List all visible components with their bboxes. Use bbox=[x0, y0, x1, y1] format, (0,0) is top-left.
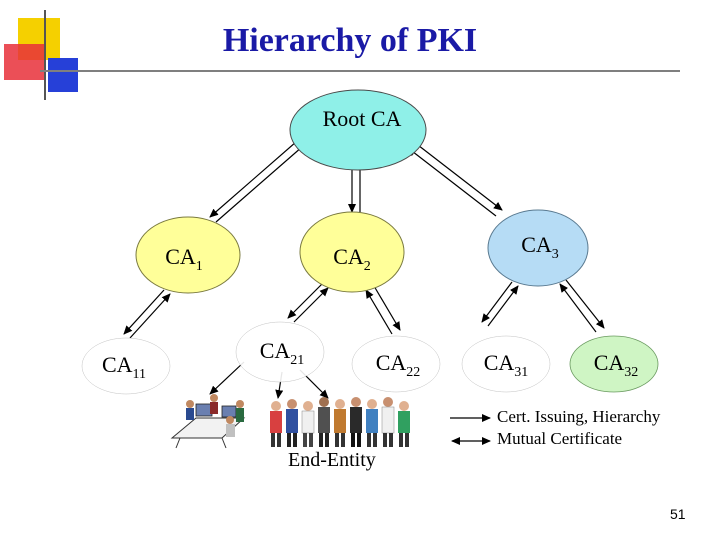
legend-mutual-certificate: Mutual Certificate bbox=[497, 429, 623, 448]
svg-text:CA22: CA22 bbox=[376, 350, 421, 380]
arrow-ca2-to-ca22 bbox=[373, 285, 401, 331]
ca31-subscript: 31 bbox=[514, 365, 528, 380]
ca3-label: CA bbox=[521, 232, 552, 257]
ca21-subscript: 21 bbox=[290, 353, 304, 368]
svg-text:CA31: CA31 bbox=[484, 350, 529, 380]
title-divider bbox=[40, 70, 680, 72]
node-ca32: CA32 bbox=[569, 335, 659, 393]
svg-text:CA21: CA21 bbox=[260, 338, 305, 368]
ca2-label: CA bbox=[333, 244, 364, 269]
ca1-label: CA bbox=[165, 244, 196, 269]
svg-text:CA32: CA32 bbox=[594, 350, 639, 380]
arrow-ca3-to-ca31 bbox=[481, 281, 513, 323]
ca11-label: CA bbox=[102, 352, 133, 377]
node-root-ca: Root CA bbox=[289, 89, 427, 171]
arrow-ca3-to-ca32 bbox=[565, 279, 605, 329]
svg-text:CA3: CA3 bbox=[521, 232, 559, 262]
page-title: Hierarchy of PKI bbox=[222, 22, 478, 59]
arrow-root-to-ca3 bbox=[413, 141, 503, 211]
node-ca2: CA2 bbox=[299, 211, 405, 293]
ca31-label: CA bbox=[484, 350, 515, 375]
ca11-subscript: 11 bbox=[133, 367, 146, 382]
node-ca11: CA11 bbox=[81, 337, 171, 395]
ca32-label: CA bbox=[594, 350, 625, 375]
svg-text:CA1: CA1 bbox=[165, 244, 203, 274]
decorative-vertical-line bbox=[44, 10, 46, 100]
node-ca31: CA31 bbox=[461, 335, 551, 393]
node-ca1: CA1 bbox=[135, 216, 241, 294]
ca22-label: CA bbox=[376, 350, 407, 375]
node-ca21: CA21 bbox=[235, 321, 325, 383]
workstations-clipart bbox=[170, 394, 246, 449]
people-clipart bbox=[270, 397, 410, 447]
ca1-subscript: 1 bbox=[196, 259, 203, 274]
root-ca-label: Root CA bbox=[323, 106, 402, 131]
arrow-ca21-to-workstations bbox=[209, 361, 245, 395]
end-entity-label: End-Entity bbox=[288, 449, 376, 471]
svg-text:CA11: CA11 bbox=[102, 352, 146, 382]
arrow-ca1-to-root bbox=[215, 139, 311, 223]
ca22-subscript: 22 bbox=[406, 365, 420, 380]
arrow-ca3-to-root bbox=[407, 147, 497, 217]
ca32-subscript: 32 bbox=[624, 365, 638, 380]
node-ca3: CA3 bbox=[487, 209, 589, 287]
decorative-blue-square bbox=[48, 58, 78, 92]
arrow-ca11-to-ca1 bbox=[129, 293, 171, 339]
decorative-red-square bbox=[4, 44, 46, 80]
arrow-ca31-to-ca3 bbox=[487, 285, 519, 327]
arrow-ca32-to-ca3 bbox=[559, 283, 597, 333]
ca2-subscript: 2 bbox=[364, 259, 371, 274]
arrow-ca21-to-ca2 bbox=[293, 287, 329, 323]
arrow-ca1-to-ca11 bbox=[123, 289, 165, 335]
arrow-ca22-to-ca2 bbox=[365, 289, 393, 335]
ca3-subscript: 3 bbox=[552, 247, 559, 262]
arrow-ca2-to-ca21 bbox=[287, 283, 323, 319]
page-number: 51 bbox=[670, 506, 686, 522]
arrow-root-to-ca1 bbox=[209, 134, 305, 218]
node-ca22: CA22 bbox=[351, 335, 441, 393]
ca21-label: CA bbox=[260, 338, 291, 363]
hierarchy-arrows bbox=[123, 134, 605, 445]
legend-cert-issuing: Cert. Issuing, Hierarchy bbox=[497, 407, 661, 426]
svg-text:CA2: CA2 bbox=[333, 244, 371, 274]
